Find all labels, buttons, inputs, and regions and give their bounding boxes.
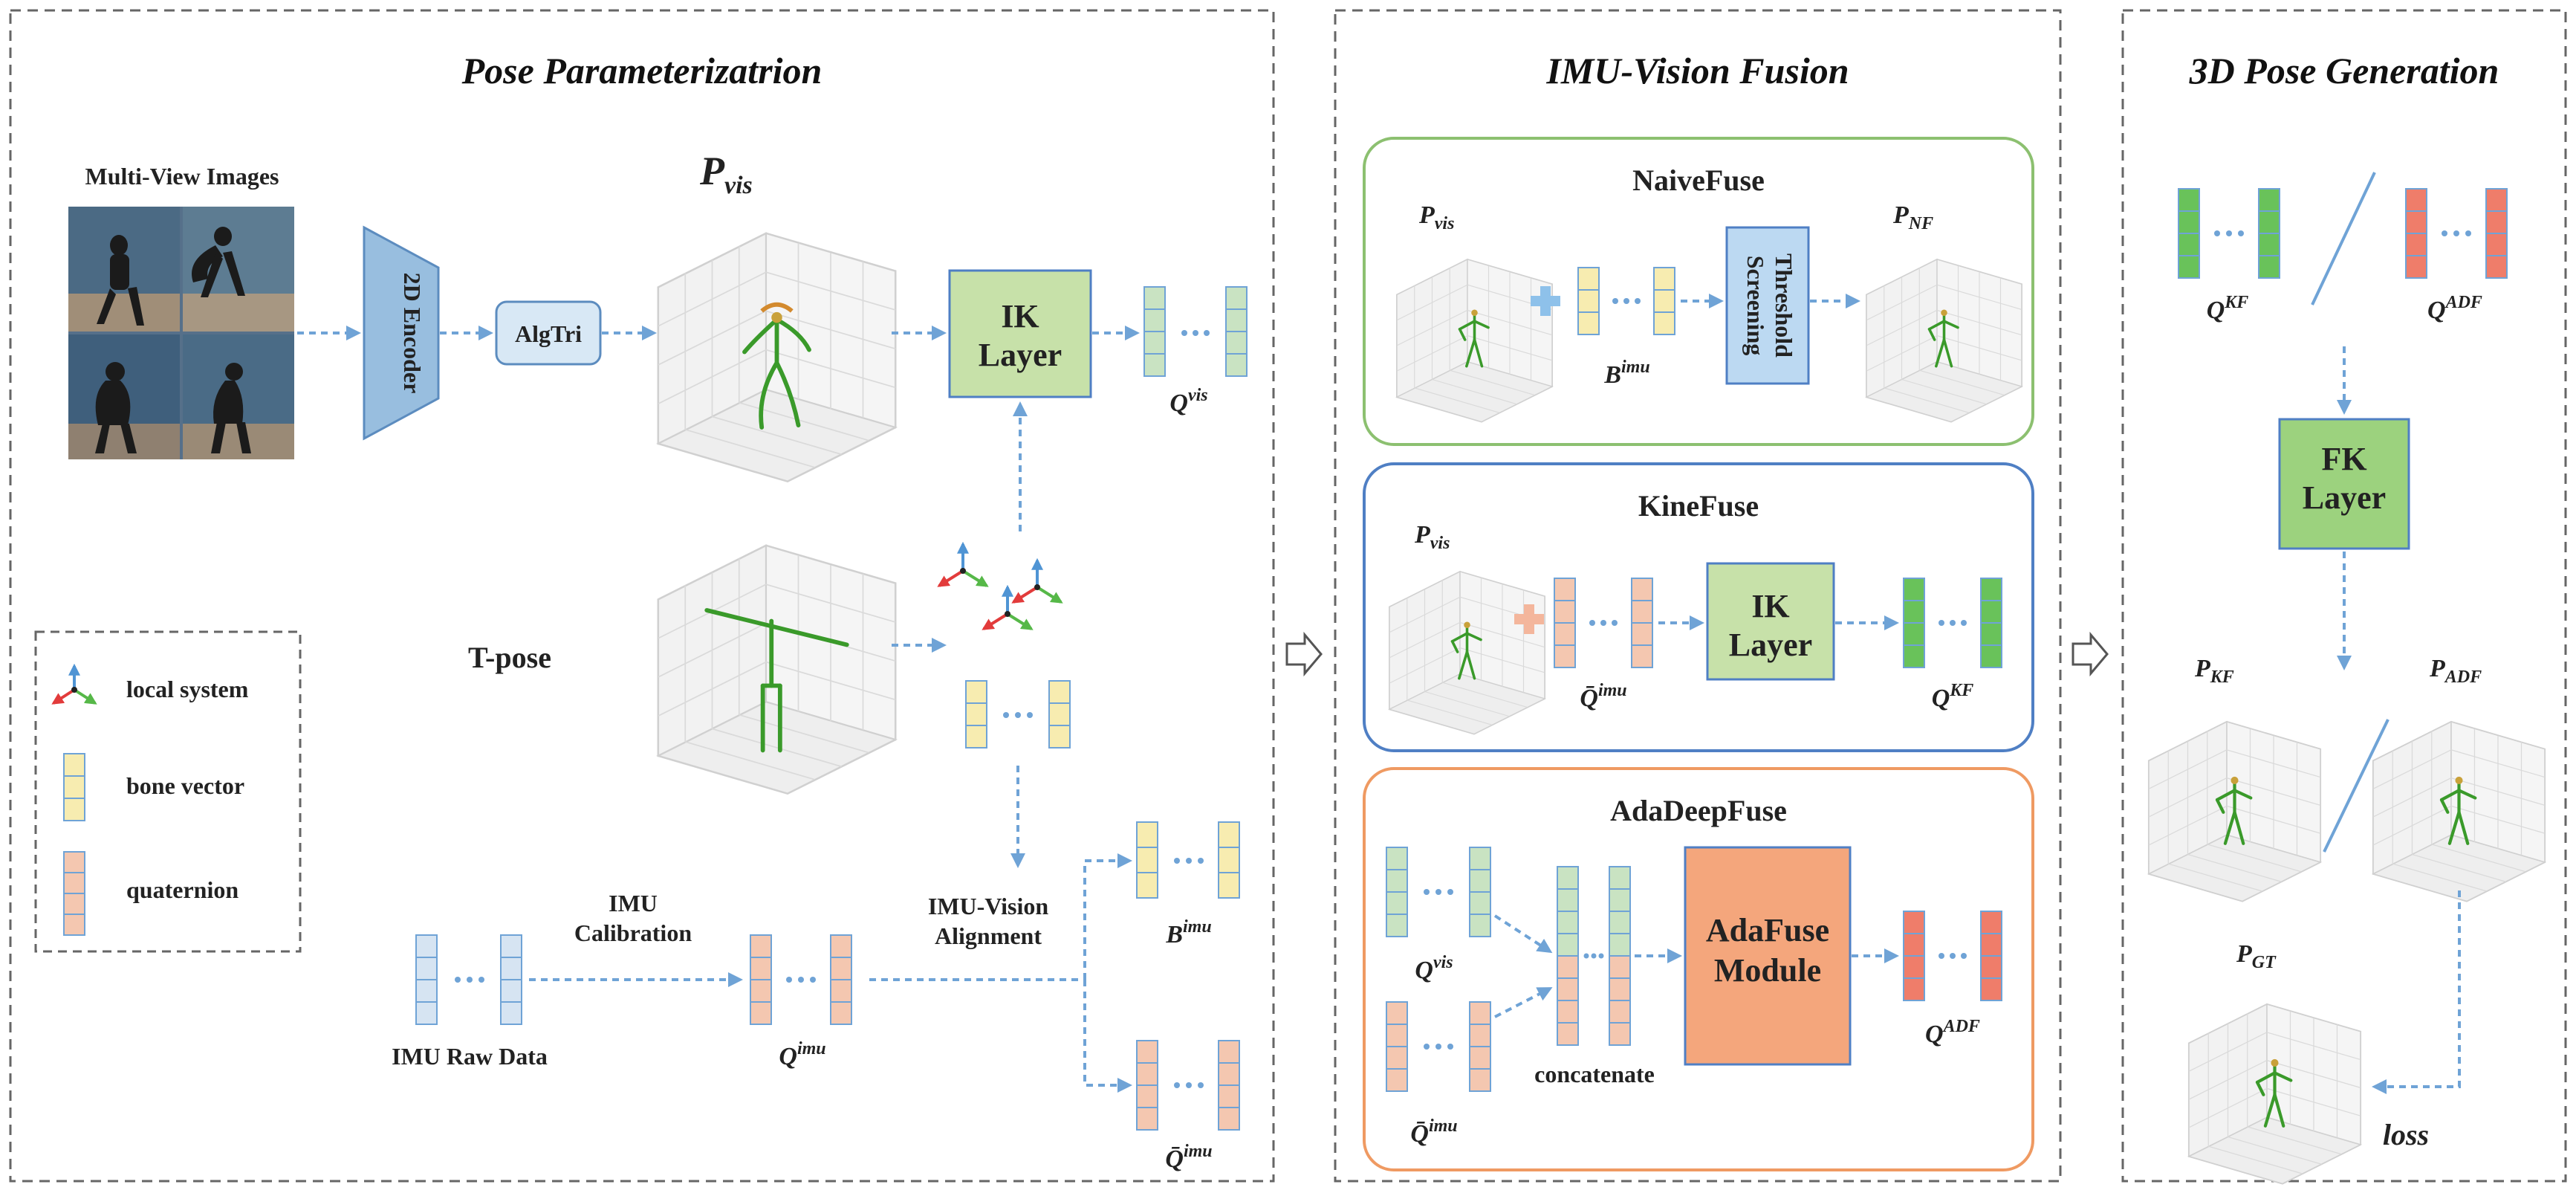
gen-padf-plot <box>2372 720 2546 902</box>
gen-qadf-vector <box>2405 188 2508 279</box>
algtri-block <box>495 300 602 366</box>
pose-param-title: Pose Parameterizatrion <box>461 50 823 91</box>
tpose-label: T-pose <box>468 641 551 674</box>
ada-qbar-vector <box>1386 1001 1491 1092</box>
kine-qkf-vector <box>1903 578 2002 668</box>
qimu-vector <box>750 934 852 1025</box>
adadeepfuse-title: AdaDeepFuse <box>1610 794 1787 827</box>
naivefuse-box <box>1363 137 2034 446</box>
pvis-plot <box>657 232 897 482</box>
gen-qkf-label: QKF <box>2207 293 2249 324</box>
gen-pgt-plot <box>2187 1003 2362 1185</box>
ada-qbar-label: Q̄imu <box>1410 1116 1457 1148</box>
ada-qvis-vector <box>1386 847 1491 937</box>
legend-local-system-icon <box>51 663 97 705</box>
kine-qbar-vector <box>1554 578 1653 668</box>
legend-box <box>34 630 302 953</box>
ik-layer-block <box>948 269 1092 398</box>
naive-pvis-plot <box>1396 259 1553 423</box>
fusion-panel <box>1334 9 2062 1183</box>
bimu-label: Bimu <box>1165 917 1211 948</box>
gen-qkf-vector <box>2178 188 2280 279</box>
legend-local-system: local system <box>126 676 249 702</box>
kine-pvis-plot <box>1389 571 1545 735</box>
gen-padf-label: PADF <box>2429 655 2482 687</box>
panel-arrow-2 <box>2071 631 2109 677</box>
gen-loss-label: loss <box>2383 1118 2429 1151</box>
kine-pvis-label: Pvis <box>1414 521 1450 553</box>
multi-view-label: Multi-View Images <box>85 163 279 190</box>
tpose-plot <box>657 544 897 795</box>
kine-plus-icon <box>1514 604 1544 634</box>
pvis-label: Pvis <box>699 149 753 199</box>
threshold-screening-label: ThresholdScreening <box>1742 253 1797 358</box>
gen-pkf-plot <box>2147 720 2322 902</box>
encoder-block <box>363 225 440 441</box>
ada-qadf-label: QADF <box>1925 1017 1980 1048</box>
kinefuse-box <box>1363 462 2034 752</box>
bimu-vector <box>1136 821 1240 899</box>
legend-quaternion: quaternion <box>126 876 239 903</box>
legend-quaternion-icon <box>63 851 85 936</box>
concatenate-label: concatenate <box>1534 1061 1655 1087</box>
algtri-label: AlgTri <box>515 320 582 347</box>
imu-raw-vector <box>415 934 522 1025</box>
qimu-label: Qimu <box>779 1039 825 1070</box>
naivefuse-title: NaiveFuse <box>1632 164 1765 197</box>
legend-bone-vector-icon <box>63 753 85 821</box>
gen-qadf-label: QADF <box>2427 293 2482 324</box>
gen-divider-top <box>2311 172 2376 305</box>
fusion-title: IMU-Vision Fusion <box>1545 50 1849 91</box>
qbar-imu-label: Q̄imu <box>1165 1142 1212 1173</box>
kine-ik-layer-block <box>1706 562 1835 681</box>
multi-view-images <box>68 207 294 459</box>
fk-layer-block <box>2278 418 2410 550</box>
qvis-vector <box>1143 286 1248 377</box>
kine-qkf-label: QKF <box>1932 681 1974 712</box>
panel-arrow-1 <box>1285 631 1323 677</box>
generation-panel <box>2121 9 2567 1183</box>
threshold-screening-block <box>1725 226 1810 385</box>
ada-concat-vector <box>1557 866 1631 1046</box>
ada-qadf-vector <box>1903 911 2002 1001</box>
qvis-label: Qvis <box>1169 386 1207 417</box>
adafuse-module-block <box>1684 846 1852 1066</box>
naive-pvis-label: Pvis <box>1418 201 1454 233</box>
naive-pnf-plot <box>1866 259 2022 423</box>
generation-title: 3D Pose Generation <box>2189 50 2499 91</box>
encoder-label: 2D Encoder <box>399 273 426 394</box>
naive-bimu-label: Bimu <box>1603 358 1649 389</box>
gen-divider-mid <box>2323 719 2390 853</box>
naive-bimu-vector <box>1577 267 1675 335</box>
tpose-bone-vector <box>965 680 1071 749</box>
pose-param-panel <box>9 9 1275 1183</box>
qbar-imu-vector <box>1136 1040 1240 1131</box>
legend-bone-vector: bone vector <box>126 772 244 799</box>
gen-pgt-label: PGT <box>2236 940 2277 972</box>
naive-plus-icon <box>1531 286 1560 316</box>
imu-raw-data-label: IMU Raw Data <box>392 1043 548 1070</box>
local-system-triads <box>937 541 1063 630</box>
adadeepfuse-box <box>1363 767 2034 1171</box>
gen-pkf-label: PKF <box>2194 655 2234 687</box>
kine-qbar-label: Q̄imu <box>1580 681 1626 712</box>
naive-pnf-label: PNF <box>1892 201 1933 233</box>
ada-qvis-label: Qvis <box>1415 953 1453 984</box>
kinefuse-title: KineFuse <box>1638 489 1759 523</box>
